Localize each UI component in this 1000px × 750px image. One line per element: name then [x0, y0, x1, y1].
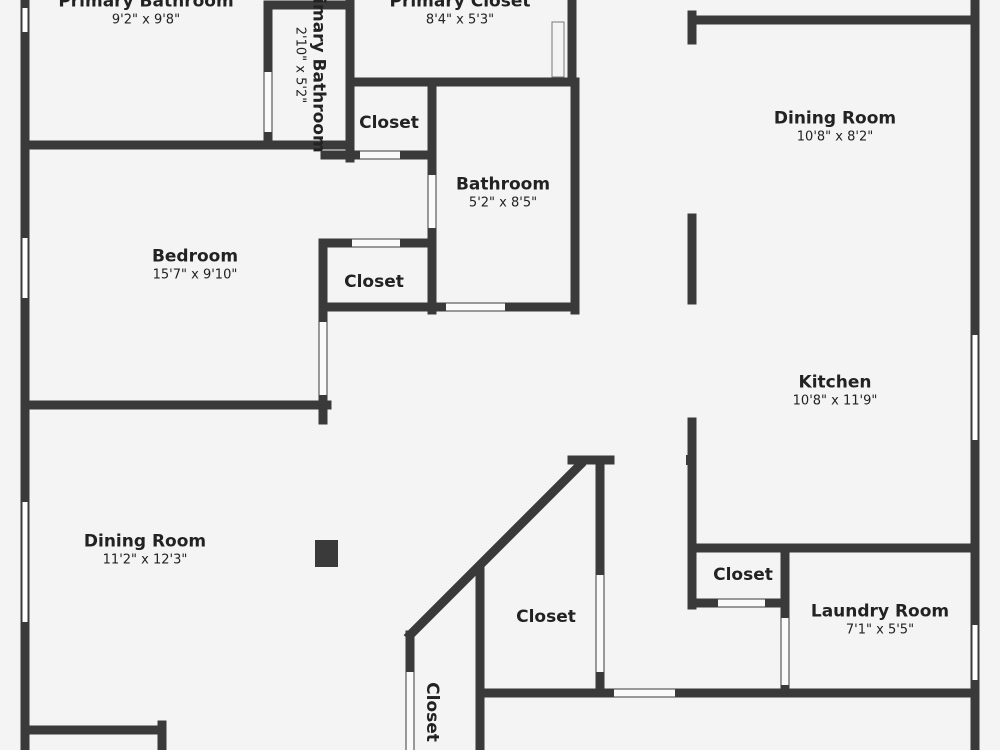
room-closet-narrow: Closet — [422, 682, 442, 742]
room-closet-hall: Closet — [516, 607, 576, 627]
hatched-column — [551, 21, 565, 78]
room-closet: Closet — [359, 113, 419, 133]
column — [315, 540, 338, 567]
room-closet-laundry: Closet — [713, 565, 773, 585]
room-bedroom-closet: Closet — [344, 272, 404, 292]
